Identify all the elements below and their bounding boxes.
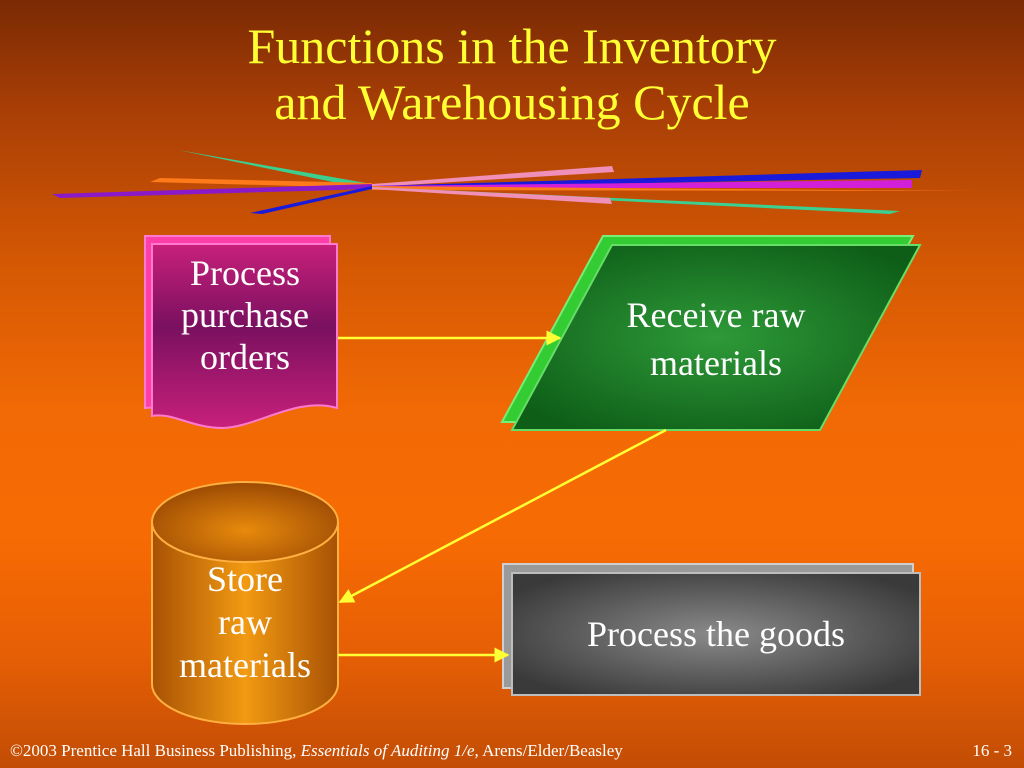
footer-authors: Arens/Elder/Beasley bbox=[482, 741, 623, 760]
cylinder-body-shape bbox=[151, 522, 339, 725]
decor-spike-blue-left bbox=[250, 186, 372, 214]
node-receive-raw-materials bbox=[500, 235, 922, 431]
decor-spike-blue-right bbox=[372, 170, 922, 188]
node-store-raw-materials bbox=[151, 481, 339, 725]
arrow-receive-to-store bbox=[338, 428, 667, 604]
node-process-purchase-orders bbox=[144, 235, 338, 430]
label-process-the-goods: Process the goods bbox=[587, 614, 845, 654]
node-process-the-goods bbox=[502, 563, 921, 696]
footer-citation: ©2003 Prentice Hall Business Publishing,… bbox=[10, 741, 623, 761]
footer-copyright: ©2003 Prentice Hall Business Publishing, bbox=[10, 741, 297, 760]
document-shape bbox=[151, 243, 338, 430]
decor-spike-teal bbox=[178, 150, 372, 188]
decor-spike-pink-lower bbox=[372, 187, 612, 204]
footer-book-title: Essentials of Auditing 1/e, bbox=[300, 741, 479, 760]
rectangle-shape bbox=[511, 572, 921, 696]
parallelogram-shape bbox=[510, 244, 922, 431]
decorative-spikes bbox=[52, 150, 972, 214]
title-line-2: and Warehousing Cycle bbox=[274, 74, 750, 130]
decor-spike-orange-right bbox=[372, 186, 972, 191]
label-store-raw-materials: Store raw materials bbox=[179, 558, 311, 685]
connectors bbox=[338, 330, 667, 663]
decor-spike-magenta-right bbox=[372, 180, 912, 188]
slide-title: Functions in the Inventory and Warehousi… bbox=[0, 18, 1024, 130]
label-receive-raw-materials: Receive raw materials bbox=[626, 295, 806, 383]
decor-spike-purple-left bbox=[52, 184, 372, 198]
title-line-1: Functions in the Inventory bbox=[247, 18, 777, 74]
decor-spike-orange-left bbox=[150, 178, 372, 188]
label-process-purchase-orders: Process purchase orders bbox=[181, 253, 309, 377]
cylinder-top-shape bbox=[151, 481, 339, 563]
slide-number: 16 - 3 bbox=[972, 741, 1012, 760]
decor-spike-pink-upper bbox=[372, 166, 614, 187]
